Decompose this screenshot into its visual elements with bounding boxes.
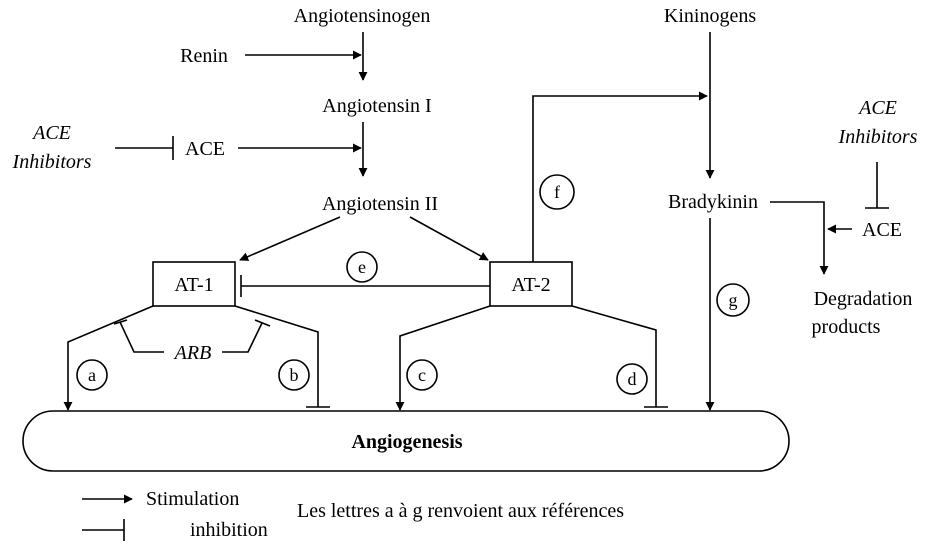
- ref-e: e: [358, 257, 366, 277]
- ref-d: d: [628, 369, 637, 389]
- at1-stimulation-branch-a: [63, 305, 154, 411]
- ref-a: a: [88, 365, 96, 385]
- ref-b: b: [290, 365, 299, 385]
- angiotensin-ii-label: Angiotensin II: [322, 193, 438, 215]
- ace-right-label: ACE: [862, 219, 902, 241]
- legend-note: Les lettres a à g renvoient aux référenc…: [297, 500, 624, 522]
- at2-to-kinin-pathway-arrow: [532, 91, 708, 262]
- arb-bracket-right: [222, 322, 263, 353]
- angiogenesis-label: Angiogenesis: [351, 431, 462, 453]
- ref-circle-e: [346, 251, 378, 283]
- at2-stimulation-branch-c: [395, 305, 491, 411]
- angiotensin-ii-to-at2-arrow: [409, 216, 489, 261]
- bradykinin-degradation-arrow: [770, 201, 829, 275]
- ref-circle-c: [406, 359, 438, 391]
- ace-inhibitors-right-line2: Inhibitors: [838, 126, 918, 148]
- arb-label: ARB: [173, 342, 212, 364]
- ref-c: c: [418, 365, 426, 385]
- ref-circle-f: [539, 174, 575, 210]
- at1-inhibition-branch-b: [234, 305, 319, 407]
- kininogens-label: Kininogens: [664, 5, 756, 27]
- angiogenesis-box: [22, 410, 790, 472]
- arb-tick-right: [254, 319, 271, 327]
- at1-label: AT-1: [174, 274, 213, 296]
- at1-box: [152, 261, 236, 307]
- angiotensin-ii-to-at1-arrow: [239, 216, 341, 261]
- arb-bracket-left: [119, 321, 164, 353]
- ref-circle-g: [716, 283, 750, 317]
- ace-inhibitors-right-line1: ACE: [857, 97, 897, 119]
- ref-circle-a: [76, 359, 108, 391]
- at2-inhibition-branch-d: [571, 305, 657, 407]
- at2-label: AT-2: [511, 274, 550, 296]
- legend-inhibition-label: inhibition: [190, 519, 268, 541]
- renin-label: Renin: [180, 45, 228, 67]
- ace-left-label: ACE: [185, 138, 225, 160]
- ref-circle-d: [616, 363, 648, 395]
- at2-box: [489, 261, 573, 307]
- bradykinin-label: Bradykinin: [668, 191, 758, 213]
- legend-stimulation-label: Stimulation: [146, 488, 239, 510]
- angiotensin-i-label: Angiotensin I: [322, 95, 431, 117]
- ref-f: f: [554, 182, 560, 202]
- degradation-products-line2: products: [812, 316, 881, 338]
- ace-inhibitors-left-line2: Inhibitors: [12, 151, 92, 173]
- ref-g: g: [729, 290, 738, 310]
- angiotensinogen-label: Angiotensinogen: [294, 5, 431, 27]
- ref-circle-b: [278, 359, 310, 391]
- ace-inhibitors-left-line1: ACE: [31, 122, 71, 144]
- degradation-products-line1: Degradation: [814, 288, 913, 310]
